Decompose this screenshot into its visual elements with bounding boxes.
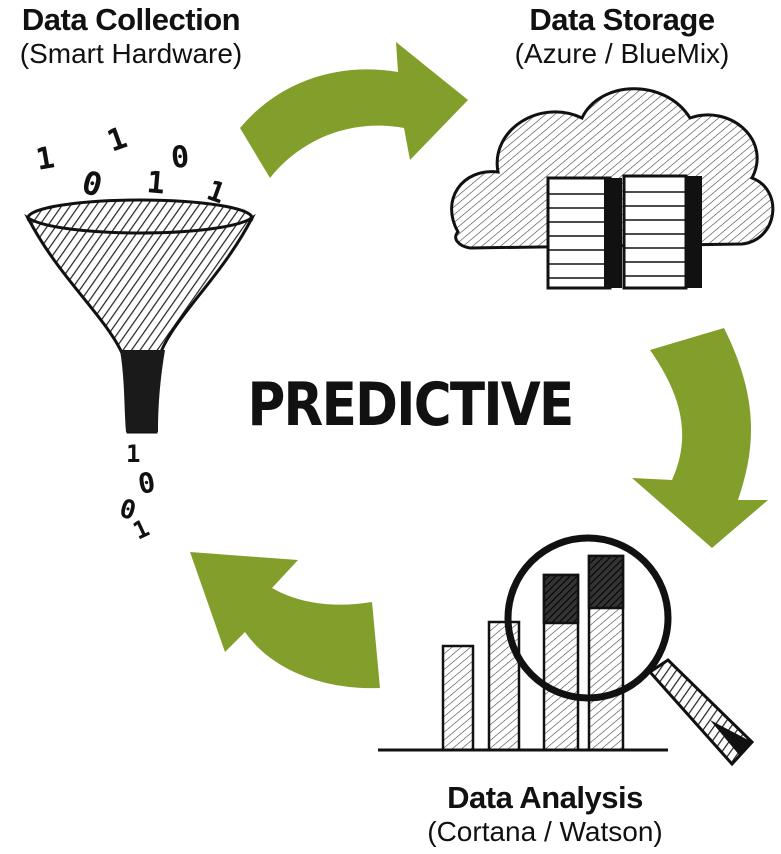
bar-chart-magnifier-icon — [378, 534, 755, 767]
svg-text:1: 1 — [145, 165, 166, 201]
svg-text:1: 1 — [129, 514, 154, 545]
arrow-icon-storage-to-analysis — [632, 328, 768, 548]
center-title: PREDICTIVE — [247, 370, 574, 440]
stage-title: Data Analysis — [447, 780, 643, 815]
stage-label-data-collection: Data Collection (Smart Hardware) — [0, 2, 262, 70]
stage-title: Data Collection — [21, 2, 241, 37]
stage-subtitle: (Cortana / Watson) — [427, 815, 663, 847]
cloud-server-icon — [450, 87, 775, 290]
arrow-icon-analysis-to-collection — [190, 552, 380, 689]
svg-text:0: 0 — [170, 140, 191, 176]
stage-label-data-analysis: Data Analysis (Cortana / Watson) — [400, 780, 690, 848]
svg-text:1: 1 — [203, 174, 230, 211]
svg-text:0: 0 — [116, 494, 139, 527]
stage-title: Data Storage — [529, 2, 715, 37]
stage-subtitle: (Azure / BlueMix) — [514, 37, 730, 69]
funnel-icon — [24, 198, 256, 434]
svg-text:1: 1 — [33, 140, 57, 178]
stage-subtitle: (Smart Hardware) — [19, 37, 243, 69]
arrow-icon-collection-to-storage — [240, 42, 468, 178]
svg-text:0: 0 — [78, 163, 106, 205]
stage-label-data-storage: Data Storage (Azure / BlueMix) — [492, 2, 752, 70]
svg-text:1: 1 — [126, 440, 140, 468]
svg-text:1: 1 — [103, 120, 132, 159]
svg-text:0: 0 — [135, 465, 157, 500]
